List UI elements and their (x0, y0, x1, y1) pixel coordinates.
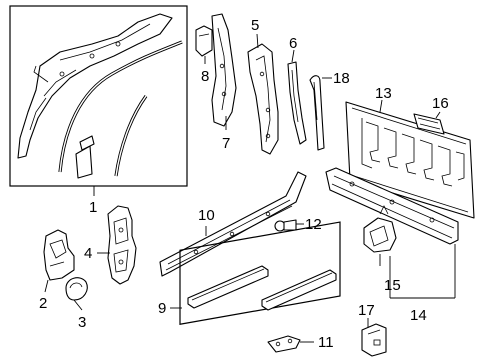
leader-16 (435, 111, 441, 119)
callout-3: 3 (78, 314, 86, 331)
callout-14: 14 (410, 307, 427, 324)
callout-5: 5 (251, 17, 259, 34)
leader-3 (73, 299, 83, 311)
part-1-pillar-assembly (17, 13, 183, 179)
callout-1: 1 (89, 199, 97, 216)
part-16-bracket (413, 113, 445, 135)
part-9-frame (179, 221, 341, 325)
part-15-latch-bracket (363, 205, 397, 253)
part-6-strip (287, 61, 307, 145)
callout-13: 13 (375, 85, 392, 102)
leader-5 (256, 33, 259, 49)
part-14-tailgate-lower (325, 167, 459, 245)
part-17-end-cap (361, 323, 387, 357)
leader-6 (291, 49, 295, 63)
part-2-lower-panel (43, 229, 75, 281)
callout-8: 8 (201, 68, 209, 85)
leader-2 (44, 279, 49, 293)
part-8-bracket (195, 25, 213, 57)
callout-9: 9 (158, 300, 166, 317)
callout-18: 18 (333, 70, 350, 87)
part-11-bracket (267, 335, 301, 353)
callout-12: 12 (305, 216, 322, 233)
part-3-cover (65, 277, 88, 301)
part-7-pillar-reinforcement (211, 13, 237, 127)
part-12-plug (274, 219, 297, 232)
callout-10: 10 (198, 207, 215, 224)
callout-7: 7 (222, 135, 230, 152)
callout-15: 15 (384, 277, 401, 294)
part-10-rocker-reinforcement (159, 171, 307, 277)
part-18-weatherstrip (309, 75, 325, 151)
part-5-pillar-reinforcement (247, 43, 279, 155)
callout-16: 16 (432, 95, 449, 112)
callout-2: 2 (39, 295, 47, 312)
leader-13 (379, 99, 383, 113)
part-9-sill-plates (179, 221, 341, 325)
part-1-frame (9, 5, 188, 187)
callout-4: 4 (84, 245, 92, 262)
callout-11: 11 (318, 334, 334, 351)
callout-6: 6 (289, 35, 297, 52)
callout-17: 17 (358, 302, 375, 319)
part-4-pillar-inner (107, 205, 137, 285)
